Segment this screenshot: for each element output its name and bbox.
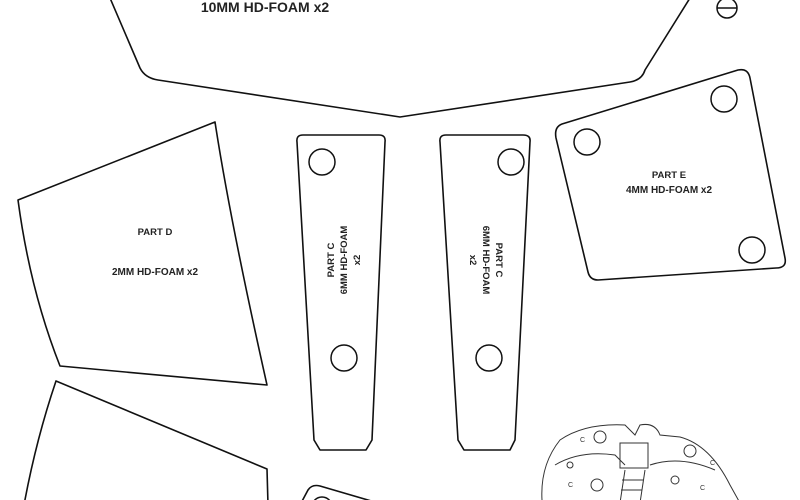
part-e-material: 4MM HD-FOAM x2 — [626, 185, 713, 196]
part-c-hole — [308, 148, 336, 176]
part-e-hole — [573, 128, 601, 156]
part-c-right-qty: x2 — [467, 255, 478, 266]
part-e-hole — [710, 85, 738, 113]
part-c-left: PART C 6MM HD-FOAM x2 — [296, 134, 386, 451]
part-b — [24, 380, 269, 500]
part-d: PART D 2MM HD-FOAM x2 — [17, 121, 268, 386]
part-a: 10MM HD-FOAM x2 — [109, 0, 690, 118]
illustration-mark: C — [700, 485, 705, 492]
armor-illustration: C C C C — [541, 424, 739, 500]
part-d-material: 2MM HD-FOAM x2 — [112, 267, 199, 278]
part-c-hole — [497, 148, 525, 176]
part-c-right: PART C 6MM HD-FOAM x2 — [439, 134, 531, 451]
part-c-left-qty: x2 — [352, 255, 363, 266]
part-e: PART E 4MM HD-FOAM x2 — [554, 68, 787, 281]
part-c-left-name: PART C — [326, 243, 337, 278]
part-c-right-name: PART C — [493, 243, 504, 278]
part-c-left-material: 6MM HD-FOAM — [339, 226, 350, 295]
screw-hole-icon — [716, 0, 738, 19]
part-a-material-label: 10MM HD-FOAM x2 — [201, 0, 330, 15]
illustration-mark: C — [580, 437, 585, 444]
part-e-name: PART E — [652, 170, 686, 181]
part-c-right-material: 6MM HD-FOAM — [480, 226, 491, 295]
illustration-mark: C — [568, 482, 573, 489]
part-e-hole — [738, 236, 766, 264]
part-bottom-middle — [301, 484, 371, 500]
part-d-name: PART D — [138, 227, 173, 238]
illustration-mark: C — [710, 460, 715, 467]
part-c-hole — [475, 344, 503, 372]
part-c-hole — [330, 344, 358, 372]
